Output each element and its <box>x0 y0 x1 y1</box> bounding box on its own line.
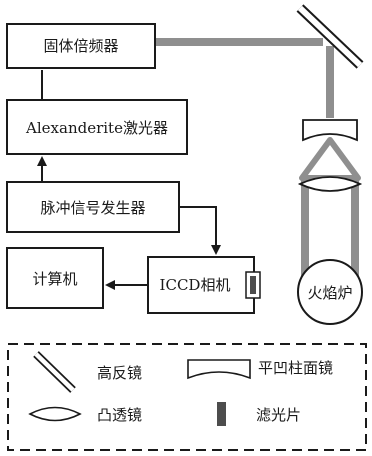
legend-convex-lens-icon <box>28 406 82 422</box>
laser-beam-path <box>155 38 361 278</box>
convex-lens <box>297 176 363 192</box>
pulse-generator-label: 脉冲信号发生器 <box>40 199 145 217</box>
legend-mirror-icon <box>33 351 76 393</box>
legend-convex-lens-label: 凸透镜 <box>97 406 142 424</box>
camera-box <box>147 256 255 314</box>
flame-furnace-label: 火焰炉 <box>307 284 352 302</box>
frequency-multiplier-box <box>6 23 156 69</box>
frequency-multiplier-label: 固体倍频器 <box>43 37 118 55</box>
camera-filter-element <box>250 276 256 294</box>
computer-box <box>6 247 104 309</box>
laser-box <box>6 99 188 155</box>
flame-furnace-circle <box>297 259 363 325</box>
plano-concave-cylindrical-lens <box>302 119 358 142</box>
legend-filter-icon <box>217 402 226 426</box>
camera-label: ICCD相机 <box>160 276 231 294</box>
legend-filter-label: 滤光片 <box>256 406 301 424</box>
pulse-generator-box <box>6 181 180 233</box>
legend-cylindrical-lens-label: 平凹柱面镜 <box>258 359 333 377</box>
laser-label: Alexanderite激光器 <box>25 119 168 137</box>
computer-label: 计算机 <box>32 270 77 288</box>
beam-focus-cone <box>299 137 361 181</box>
pulse-to-camera-arrow <box>179 206 221 255</box>
legend-mirror-label: 高反镜 <box>97 364 142 382</box>
high-reflection-mirror <box>296 4 364 69</box>
legend-cylindrical-lens-icon <box>187 359 251 380</box>
legend-box <box>7 343 367 451</box>
